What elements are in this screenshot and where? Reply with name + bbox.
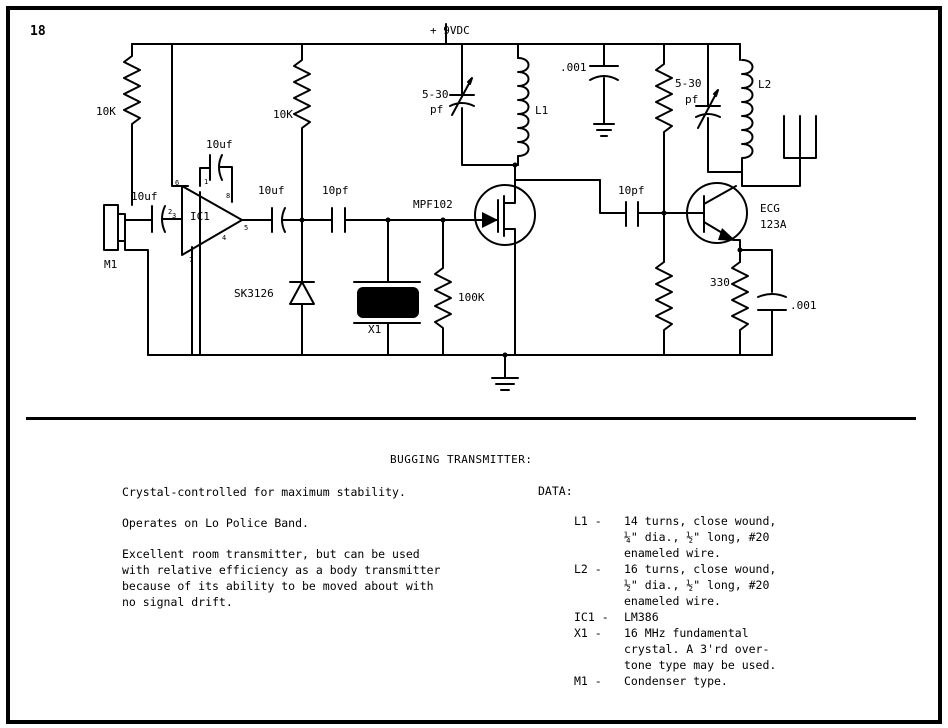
label-supply: + 9VDC bbox=[430, 24, 470, 37]
label-r-100k: 100K bbox=[458, 291, 485, 304]
capacitor-10uf-pins bbox=[209, 154, 223, 181]
data-table: L1 - 14 turns, close wound, ¼" dia., ½" … bbox=[574, 513, 834, 689]
spec-row-l1: L1 - 14 turns, close wound, ¼" dia., ½" … bbox=[574, 513, 834, 561]
spec-value: 14 turns, close wound, ¼" dia., ½" long,… bbox=[624, 514, 777, 560]
capacitor-001-top bbox=[589, 65, 619, 81]
inductor-l2 bbox=[741, 59, 754, 187]
label-c-10pf-base: 10pf bbox=[618, 184, 645, 197]
label-ic1: IC1 bbox=[190, 210, 210, 223]
mic-ground bbox=[124, 240, 149, 356]
resistor-4k7-bottom bbox=[655, 261, 673, 356]
spec-row-l2: L2 - 16 turns, close wound, ½" dia., ½" … bbox=[574, 561, 834, 609]
label-l1: L1 bbox=[535, 104, 548, 117]
label-mpf102: MPF102 bbox=[413, 198, 453, 211]
spec-value: Condenser type. bbox=[624, 674, 728, 688]
resistor-10k-mid bbox=[293, 43, 311, 283]
pin-8: 8 bbox=[226, 192, 230, 200]
trimmer-cap-1 bbox=[449, 77, 475, 116]
pin-4: 4 bbox=[222, 234, 226, 242]
description-paragraph: Excellent room transmitter, but can be u… bbox=[122, 547, 441, 609]
resistor-10k-left bbox=[123, 43, 141, 206]
spec-row-m1: M1 - Condenser type. bbox=[574, 673, 834, 689]
label-trim1-b: pf bbox=[430, 103, 443, 116]
label-r-10k-left: 10K bbox=[96, 105, 116, 118]
section-divider bbox=[26, 417, 916, 420]
spec-key: L2 - bbox=[574, 562, 602, 576]
label-c-10uf-out: 10uf bbox=[258, 184, 285, 197]
microphone-body bbox=[103, 204, 119, 251]
capacitor-001-emitter bbox=[757, 293, 787, 311]
label-c-001-emitter: .001 bbox=[790, 299, 817, 312]
label-sk3126: SK3126 bbox=[234, 287, 274, 300]
label-trim2-a: 5-30 bbox=[675, 77, 702, 90]
spec-value: 16 turns, close wound, ½" dia., ½" long,… bbox=[624, 562, 777, 608]
label-x1: X1 bbox=[368, 323, 381, 336]
pin-3: 3 bbox=[172, 212, 176, 220]
label-ecg-a: ECG bbox=[760, 202, 780, 215]
label-c-10uf-pins: 10uf bbox=[206, 138, 233, 151]
spec-value: 16 MHz fundamental crystal. A 3'rd over-… bbox=[624, 626, 777, 672]
spec-key: L1 - bbox=[574, 514, 602, 528]
antenna bbox=[741, 115, 817, 187]
spec-key: X1 - bbox=[574, 626, 602, 640]
pin-6: 6 bbox=[175, 179, 179, 187]
spec-row-x1: X1 - 16 MHz fundamental crystal. A 3'rd … bbox=[574, 625, 834, 673]
label-m1: M1 bbox=[104, 258, 117, 271]
pin-2: 2 bbox=[168, 208, 172, 216]
microphone-mount bbox=[117, 213, 126, 242]
label-c-001-top: .001 bbox=[560, 61, 587, 74]
inductor-l1 bbox=[517, 57, 530, 166]
diode-sk3126 bbox=[289, 281, 315, 305]
spec-row-ic1: IC1 - LM386 bbox=[574, 609, 834, 625]
spec-key: IC1 - bbox=[574, 610, 609, 624]
resistor-330 bbox=[731, 261, 749, 356]
crystal-x1 bbox=[357, 287, 419, 318]
label-r-10k-mid: 10K bbox=[273, 108, 293, 121]
ic1-opamp bbox=[181, 185, 243, 256]
spec-key: M1 - bbox=[574, 674, 602, 688]
page-frame bbox=[6, 6, 942, 724]
capacitor-10pf-base bbox=[625, 201, 639, 227]
data-heading: DATA: bbox=[538, 484, 573, 498]
label-trim2-b: pf bbox=[685, 93, 698, 106]
label-r-330: 330 bbox=[710, 276, 730, 289]
caption-title: BUGGING TRANSMITTER: bbox=[390, 453, 533, 466]
trimmer-cap-2 bbox=[695, 89, 721, 129]
label-c-10uf-in: 10uf bbox=[131, 190, 158, 203]
pin-5: 5 bbox=[244, 224, 248, 232]
fet-mpf102 bbox=[474, 184, 536, 246]
label-ecg-b: 123A bbox=[760, 218, 787, 231]
pin-1: 1 bbox=[204, 178, 208, 186]
resistor-100k bbox=[434, 261, 452, 356]
label-c-10pf-gate: 10pf bbox=[322, 184, 349, 197]
resistor-4k7-top bbox=[655, 43, 673, 263]
label-trim1-a: 5-30 bbox=[422, 88, 449, 101]
ground-symbol bbox=[491, 377, 519, 391]
spec-value: LM386 bbox=[624, 610, 659, 624]
page-number: 18 bbox=[30, 24, 46, 39]
label-l2: L2 bbox=[758, 78, 771, 91]
description-line-2: Operates on Lo Police Band. bbox=[122, 516, 309, 530]
pin-7: 7 bbox=[189, 256, 193, 264]
capacitor-10pf-gate bbox=[331, 207, 346, 233]
description-line-1: Crystal-controlled for maximum stability… bbox=[122, 485, 406, 499]
